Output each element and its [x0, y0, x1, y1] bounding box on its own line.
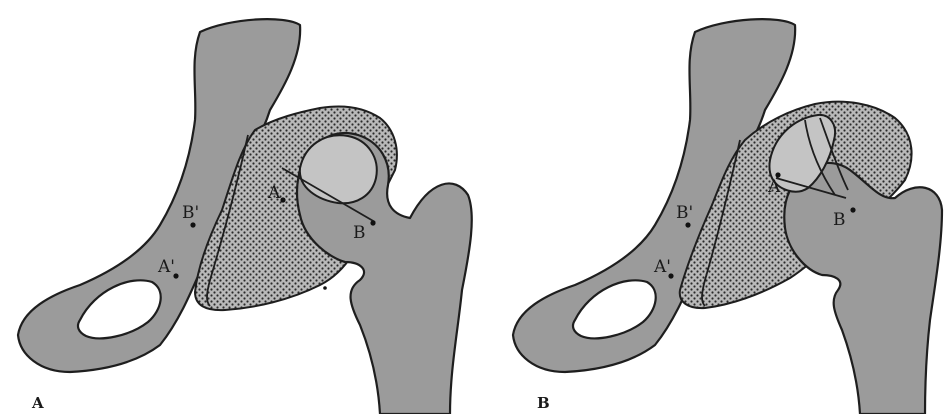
point-b-prime-dot — [190, 222, 195, 227]
panel-label-a: A — [31, 394, 44, 412]
panel-a: B' A' A B A — [18, 19, 472, 414]
point-a-dot — [280, 197, 285, 202]
label-a: A — [267, 183, 281, 203]
point-b-prime-dot — [685, 222, 690, 227]
panel-label-b: B — [537, 394, 550, 412]
point-b-dot — [370, 220, 375, 225]
label-a-prime: A' — [653, 257, 671, 277]
label-a: A — [767, 177, 781, 197]
panel-b: B' A' A B B — [513, 19, 942, 414]
point-b-dot — [850, 207, 855, 212]
femur — [784, 163, 942, 414]
femoral-head — [300, 135, 377, 203]
label-a-prime: A' — [157, 257, 175, 277]
label-b-prime: B' — [182, 203, 199, 223]
label-b-prime: B' — [676, 203, 693, 223]
label-b: B — [353, 223, 366, 243]
small-mark — [323, 286, 327, 290]
label-b: B — [833, 210, 846, 230]
